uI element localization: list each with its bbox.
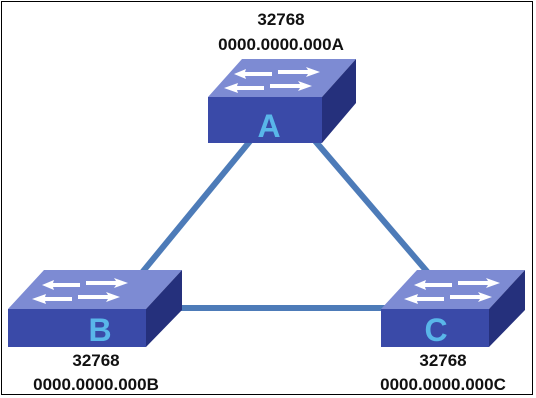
network-switch-icon xyxy=(8,270,182,347)
switch-c[interactable]: C 32768 0000.0000.000C xyxy=(380,270,525,394)
network-switch-icon xyxy=(381,270,525,347)
link-a-c xyxy=(307,133,433,277)
switch-a-letter: A xyxy=(257,108,280,144)
network-switch-icon xyxy=(208,59,356,143)
switch-c-mac: 0000.0000.000C xyxy=(380,375,506,394)
switch-a-priority: 32768 xyxy=(257,10,304,29)
switch-a-mac: 0000.0000.000A xyxy=(218,35,344,54)
switch-a[interactable]: A 32768 0000.0000.000A xyxy=(208,10,356,144)
switch-c-letter: C xyxy=(424,312,447,348)
switch-b-priority: 32768 xyxy=(72,351,119,370)
switch-b-mac: 0000.0000.000B xyxy=(33,375,159,394)
switch-b[interactable]: B 32768 0000.0000.000B xyxy=(8,270,182,394)
switch-c-priority: 32768 xyxy=(419,351,466,370)
link-a-b xyxy=(137,133,258,277)
switch-b-letter: B xyxy=(88,312,111,348)
